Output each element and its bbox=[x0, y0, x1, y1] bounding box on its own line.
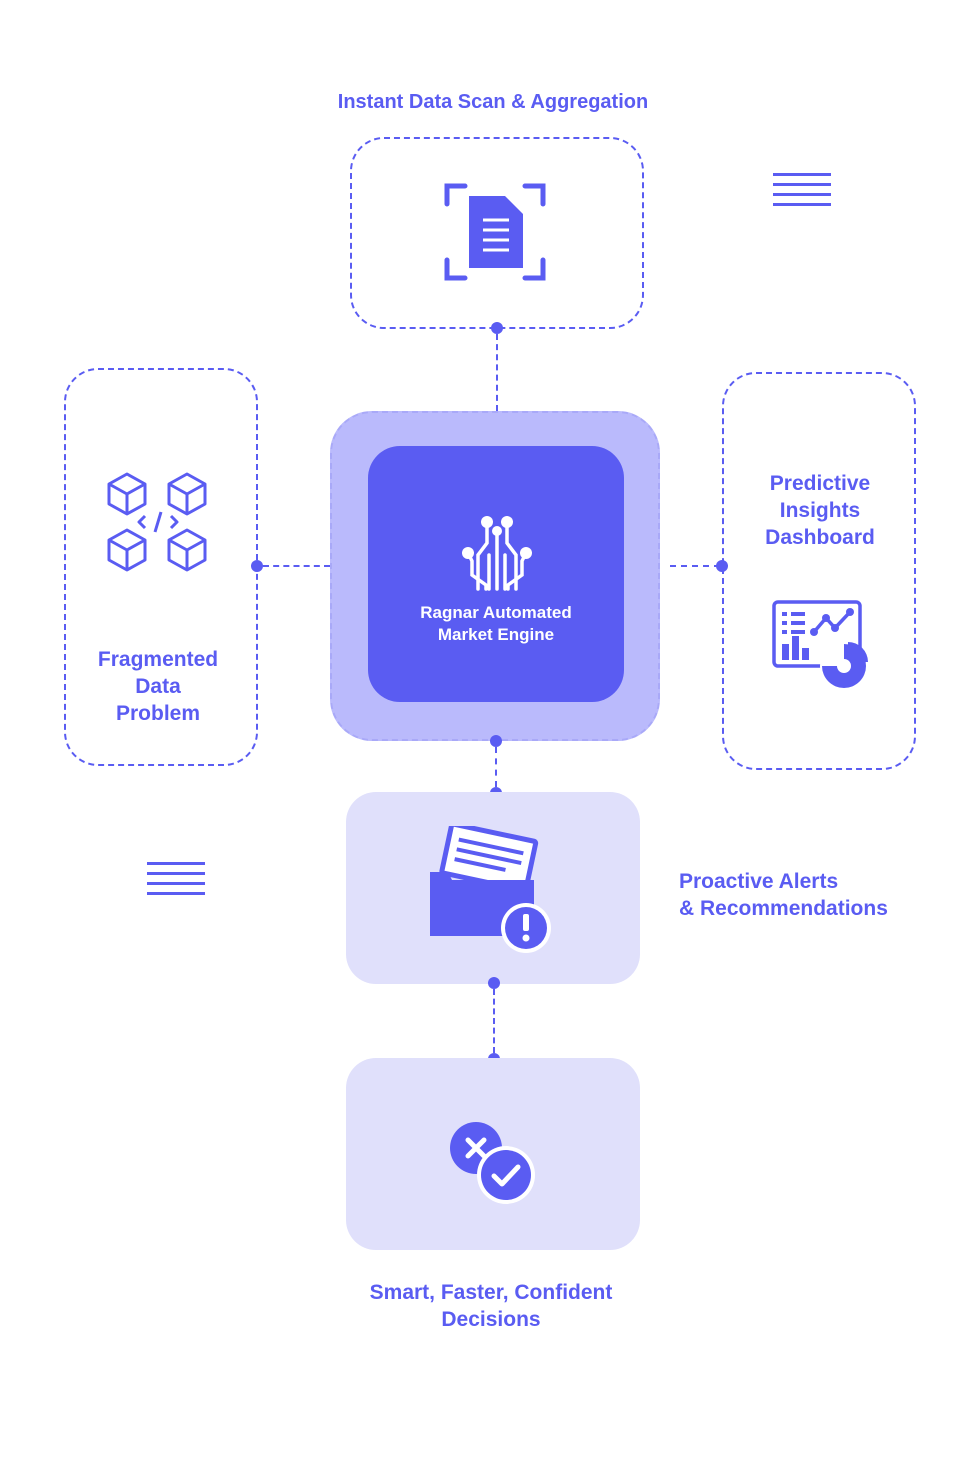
menu-lines-icon bbox=[773, 173, 831, 213]
connector-right bbox=[670, 565, 720, 567]
code-blocks-icon bbox=[107, 472, 207, 572]
connector-dot-engine-bottom bbox=[490, 735, 502, 747]
decisions-title: Smart, Faster, Confident Decisions bbox=[369, 1281, 613, 1331]
connector-alerts-decisions bbox=[493, 989, 495, 1053]
connector-dot-alerts-bottom bbox=[488, 977, 500, 989]
circuit-icon bbox=[462, 516, 532, 591]
connector-dot-top bbox=[491, 322, 503, 334]
connector-dot-left bbox=[251, 560, 263, 572]
scan-title: Instant Data Scan & Aggregation bbox=[337, 91, 649, 113]
predictive-insights-card bbox=[722, 372, 916, 770]
alerts-title: Proactive Alerts & Recommendations bbox=[679, 870, 888, 920]
document-scan-icon bbox=[444, 183, 546, 281]
connector-engine-alerts bbox=[495, 747, 497, 787]
chart-dashboard-icon bbox=[772, 600, 868, 690]
decision-icon bbox=[450, 1122, 535, 1204]
folder-alert-icon bbox=[430, 826, 551, 953]
engine-title: Ragnar Automated Market Engine bbox=[420, 603, 572, 644]
predictive-insights-title: Predictive Insights Dashboard bbox=[765, 472, 875, 549]
fragmented-data-title: Fragmented Data Problem bbox=[97, 648, 219, 725]
connector-top bbox=[496, 334, 498, 411]
menu-lines-icon bbox=[147, 862, 205, 902]
connector-left bbox=[263, 565, 330, 567]
